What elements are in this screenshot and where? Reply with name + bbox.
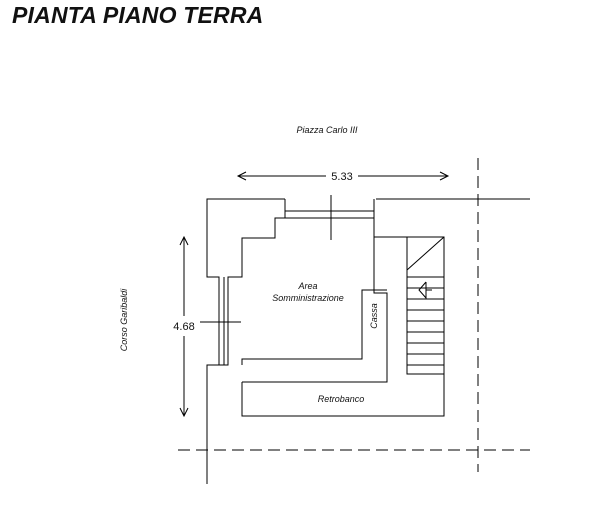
height-dimension-label: 4.68 xyxy=(173,321,194,333)
street-label-north: Piazza Carlo III xyxy=(296,125,358,135)
room-label-somministrazione: Somministrazione xyxy=(272,293,344,303)
counter-wall xyxy=(242,237,388,383)
width-arrow-left xyxy=(236,171,247,181)
width-dimension-label: 5.33 xyxy=(331,171,352,183)
height-arrow-bottom xyxy=(179,407,189,418)
outer-wall xyxy=(206,198,285,440)
walls xyxy=(206,198,445,440)
openings xyxy=(200,195,374,365)
room-label-retrobanco: Retrobanco xyxy=(318,394,365,404)
street-label-west: Corso Garibaldi xyxy=(119,288,129,352)
room-label-cassa: Cassa xyxy=(369,303,379,329)
inner-retro-wall xyxy=(406,237,444,375)
stair-arrow xyxy=(418,281,427,300)
reference-lines xyxy=(178,158,530,484)
dimension-lines xyxy=(179,171,450,418)
stair-diagonal xyxy=(406,236,445,271)
height-arrow-top xyxy=(179,235,189,246)
outer-wall-top-right xyxy=(241,199,445,417)
inner-wall-stepped xyxy=(207,199,286,366)
width-arrow-right xyxy=(439,171,450,181)
room-label-area: Area xyxy=(297,281,317,291)
staircase xyxy=(406,236,445,366)
plan-title: PIANTA PIANO TERRA xyxy=(12,2,264,28)
cassa-counter xyxy=(241,289,387,365)
